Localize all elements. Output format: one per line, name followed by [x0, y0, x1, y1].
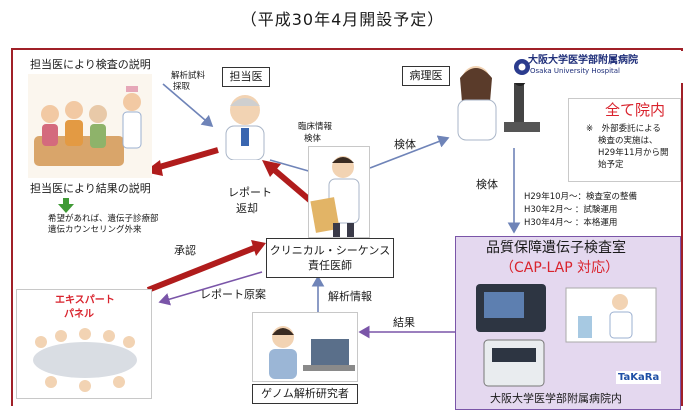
explain-top-label: 担当医により検査の説明 — [30, 58, 151, 71]
red-arrow-physician-to-attending — [262, 160, 314, 205]
schedule-line-3: H30年4月～ ：本格運用 — [524, 218, 618, 228]
hospital-name-jp: 大阪大学医学部附属病院 — [528, 55, 638, 66]
responsible-physician-illustration — [308, 146, 370, 238]
arrow-clinical-to-expert — [158, 271, 263, 306]
schedule-line-2: H30年2月～ ：試験運用 — [524, 205, 618, 215]
analysis-sample-label-2: 採取 — [173, 82, 191, 92]
hospital-name-en: Osaka University Hospital — [530, 67, 620, 75]
attending-label: 担当医 — [222, 67, 270, 87]
family-illustration — [28, 74, 152, 178]
result-label: 結果 — [393, 316, 415, 329]
note-line-3: H29年11月から開 — [598, 148, 669, 158]
report-return-label-2: 返却 — [236, 202, 258, 215]
attending-doctor-illustration — [212, 88, 278, 160]
pathologist-label: 病理医 — [402, 66, 450, 86]
green-arrow-down — [58, 198, 74, 213]
analysis-info-label: 解析情報 — [328, 290, 372, 303]
red-arrow-expert-to-clinical — [146, 240, 266, 293]
lab-equipment-illustration — [470, 278, 680, 390]
in-house-note-box — [568, 98, 681, 182]
clinical-sequence-label-1: クリニカル・シーケンス — [269, 244, 391, 257]
diagram-frame — [11, 48, 683, 406]
clinical-sequence-box: クリニカル・シーケンス 責任医師 — [266, 238, 394, 278]
explain-result-label: 担当医により結果の説明 — [30, 182, 151, 195]
arrow-patient-to-attending — [162, 83, 214, 128]
approval-label: 承認 — [174, 244, 196, 257]
clinical-info-label-2: 検体 — [304, 134, 322, 144]
schedule-line-1: H29年10月～：検査室の整備 — [524, 192, 638, 202]
expert-label-2: パネル — [64, 309, 94, 320]
clinical-info-label-1: 臨床情報 — [298, 122, 333, 132]
page-title: （平成30年4月開設予定） — [240, 10, 445, 29]
red-arrow-attending-to-left — [144, 147, 219, 176]
hospital-logo — [510, 51, 685, 83]
note-line-2: 検査の実施は、 — [598, 136, 658, 146]
lab-footer: 大阪大学医学部附属病院内 — [490, 392, 622, 405]
specimen-right-label: 検体 — [394, 138, 416, 151]
genetic-note-1: 希望があれば、遺伝子診療部 — [48, 214, 159, 224]
takara-brand: TaKaRa — [616, 371, 662, 384]
genome-researcher-illustration — [252, 312, 358, 382]
genetic-note-2: 遺伝カウンセリング外来 — [48, 225, 142, 235]
note-line-4: 始予定 — [598, 160, 624, 170]
report-draft-label: レポート原案 — [200, 288, 266, 301]
expert-label-1: エキスパート — [55, 295, 115, 306]
note-line-1: ※ 外部委託による — [586, 124, 661, 134]
in-house-heading: 全て院内 — [605, 101, 666, 119]
genome-researcher-label: ゲノム解析研究者 — [252, 384, 358, 404]
specimen-down-label: 検体 — [476, 178, 498, 191]
arrow-physician-to-pathologist — [369, 135, 450, 169]
lab-title: 品質保障遺伝子検査室 — [486, 240, 626, 256]
clinical-sequence-label-2: 責任医師 — [308, 259, 352, 272]
analysis-sample-label-1: 解析試料 — [171, 71, 206, 81]
expert-panel-illustration — [16, 289, 152, 399]
report-return-label-1: レポート — [228, 186, 272, 199]
lab-subtitle: （CAP-LAP 対応） — [500, 260, 620, 276]
